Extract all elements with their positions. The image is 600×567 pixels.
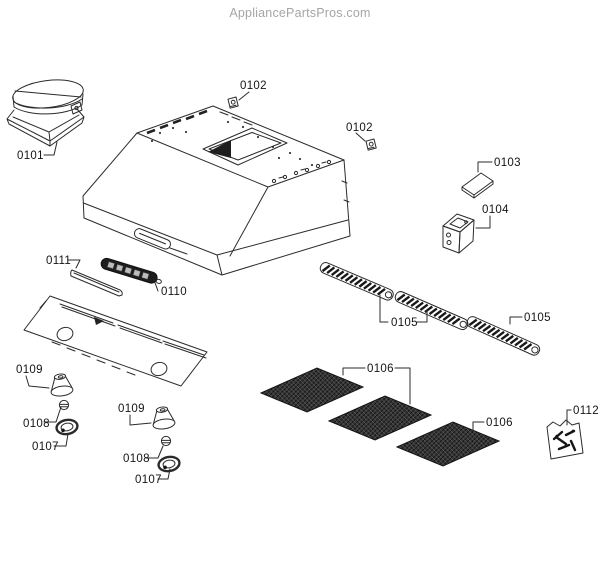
part-label: 0107	[32, 441, 59, 453]
lamp-strip-1	[317, 259, 396, 303]
part-label: 0112	[573, 405, 599, 417]
bottom-panel	[23, 295, 208, 387]
screw-marks	[271, 159, 332, 184]
part-label: 0110	[161, 286, 187, 298]
hardware-bag	[546, 419, 584, 460]
callout-0101: 0101	[17, 141, 58, 162]
part-label: 0101	[17, 150, 44, 162]
part-label: 0108	[23, 418, 50, 430]
rating-plate	[461, 172, 494, 199]
knob-1	[48, 372, 75, 398]
part-label: 0105	[524, 312, 551, 324]
callout-0108-1: 0108	[23, 406, 62, 430]
callout-0107-2: 0107	[135, 468, 171, 486]
trim-ring-2	[156, 454, 182, 474]
callout-0106-right: 0106	[472, 417, 513, 432]
part-label: 0106	[486, 417, 513, 429]
mounting-clip-right	[365, 138, 377, 151]
callout-0112: 0112	[566, 405, 599, 426]
range-hood-body	[82, 105, 351, 276]
callout-0105-pair: 0105	[379, 294, 428, 329]
rivet-dots	[150, 120, 314, 167]
part-label: 0108	[123, 453, 150, 465]
part-label: 0111	[46, 255, 71, 267]
vent-damper	[6, 79, 85, 147]
callout-0110: 0110	[153, 279, 187, 298]
callout-0111: 0111	[46, 255, 81, 269]
part-label: 0109	[16, 364, 43, 376]
part-label: 0103	[494, 157, 521, 169]
callout-0103: 0103	[477, 157, 521, 173]
callout-0109-1: 0109	[16, 364, 50, 389]
part-label: 0107	[135, 474, 162, 486]
callout-0107-1: 0107	[32, 433, 69, 453]
callout-0109-2: 0109	[118, 403, 152, 426]
callout-0104: 0104	[475, 204, 509, 229]
grease-filter-1	[260, 367, 364, 413]
trim-ring-1	[54, 417, 80, 437]
grease-filter-3	[396, 421, 500, 467]
trim-strip	[70, 269, 123, 297]
callout-0108-2: 0108	[123, 445, 164, 465]
part-label: 0106	[367, 363, 394, 375]
vent-opening	[202, 127, 288, 166]
grease-filter-2	[328, 395, 432, 441]
lamp-hole	[56, 326, 74, 342]
knob-2	[150, 405, 177, 431]
switch-panel	[100, 257, 162, 284]
callout-0102-top: 0102	[238, 80, 267, 101]
part-label: 0102	[346, 122, 373, 134]
part-label: 0102	[240, 80, 267, 92]
site-watermark: AppliancePartsPros.com	[229, 6, 370, 20]
fastener-nut-2	[160, 435, 172, 447]
callout-0105-right: 0105	[509, 312, 551, 325]
lamp-hole	[150, 361, 168, 377]
callout-0102-right: 0102	[346, 122, 373, 142]
part-label: 0104	[482, 204, 509, 216]
mounting-clip-top	[227, 96, 239, 109]
part-label: 0109	[118, 403, 145, 415]
vent-slot-marks	[146, 109, 208, 135]
switch-box	[442, 213, 475, 254]
callout-0106-pair: 0106	[342, 363, 411, 405]
part-label: 0105	[391, 317, 418, 329]
hood-handle	[133, 228, 188, 255]
